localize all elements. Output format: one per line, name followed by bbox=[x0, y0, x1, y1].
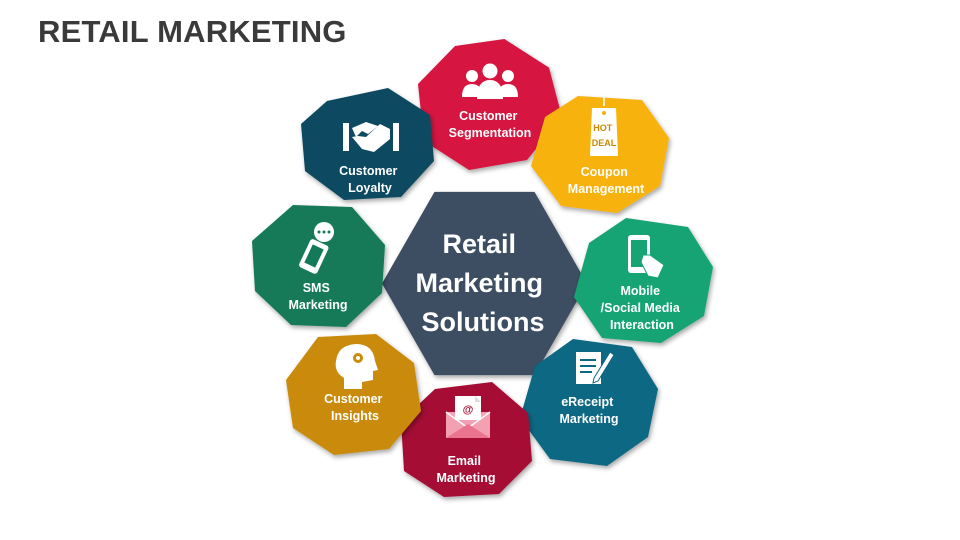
document-pen-icon bbox=[576, 351, 615, 384]
center-title-line-1: Retail bbox=[442, 229, 516, 259]
node-octagon bbox=[520, 339, 658, 466]
tag-text: HOT DEAL bbox=[592, 123, 617, 148]
page-title: RETAIL MARKETING bbox=[38, 14, 347, 49]
head-gear-icon bbox=[335, 344, 378, 389]
center-title: Retail Marketing Solutions bbox=[415, 229, 550, 337]
node-label: eReceipt Marketing bbox=[559, 395, 618, 426]
people-group-icon bbox=[462, 63, 518, 99]
node-label: Email Marketing bbox=[436, 454, 495, 485]
center-title-line-2: Marketing bbox=[415, 268, 543, 298]
node-label: Coupon Management bbox=[568, 165, 645, 196]
center-hub: Retail Marketing Solutions bbox=[382, 191, 587, 376]
smartphone-touch-icon bbox=[628, 235, 665, 279]
node-coupon-management: HOT DEAL Coupon Management bbox=[531, 94, 669, 213]
node-sms-marketing: SMS Marketing bbox=[252, 205, 385, 327]
node-customer-loyalty: Customer Loyalty bbox=[301, 88, 434, 200]
center-title-line-3: Solutions bbox=[422, 307, 545, 337]
node-label: Customer Insights bbox=[324, 392, 386, 423]
node-label: Mobile /Social Media Interaction bbox=[601, 284, 684, 332]
node-email-marketing: @ Email Marketing bbox=[401, 382, 532, 497]
at-symbol: @ bbox=[463, 404, 474, 416]
node-label: SMS Marketing bbox=[288, 281, 347, 312]
node-octagon bbox=[286, 334, 421, 455]
handshake-icon bbox=[343, 122, 399, 152]
node-mobile-social: Mobile /Social Media Interaction bbox=[574, 218, 713, 343]
node-octagon bbox=[574, 218, 713, 343]
email-envelope-icon: @ bbox=[445, 396, 491, 438]
node-label: Customer Loyalty bbox=[339, 164, 401, 195]
hot-deal-tag-icon: HOT DEAL bbox=[590, 94, 618, 156]
node-customer-insights: Customer Insights bbox=[286, 334, 421, 455]
node-octagon bbox=[418, 39, 562, 170]
center-octagon bbox=[382, 191, 587, 376]
node-label: Customer Segmentation bbox=[449, 109, 532, 140]
node-customer-segmentation: Customer Segmentation bbox=[418, 39, 562, 170]
phone-chat-icon bbox=[299, 222, 334, 274]
node-octagon bbox=[401, 382, 532, 497]
node-ereceipt-marketing: eReceipt Marketing bbox=[520, 339, 658, 466]
